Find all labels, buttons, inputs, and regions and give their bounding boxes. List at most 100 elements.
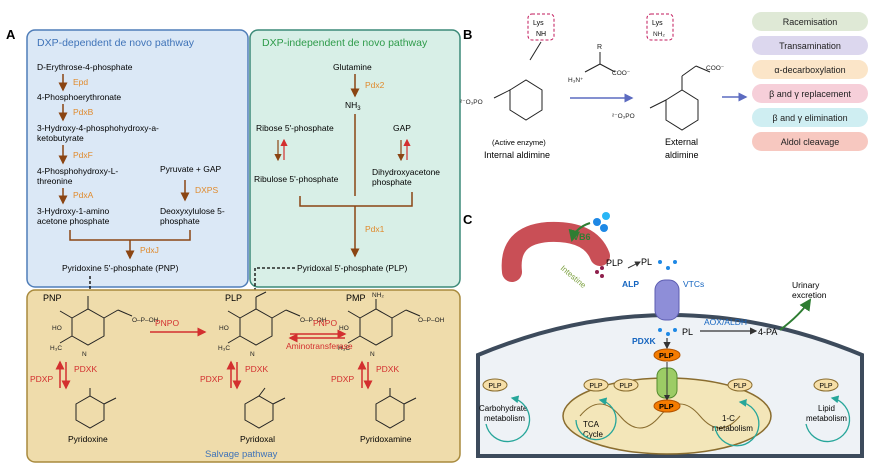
plp-atom-n: N bbox=[250, 351, 255, 358]
dxp-dependent-box bbox=[26, 29, 249, 288]
vb6-dot-2 bbox=[602, 212, 610, 220]
hydroxy-keto-label-1: 3-Hydroxy-4-phosphohydroxy-a- bbox=[37, 123, 159, 133]
active-enzyme-label: (Active enzyme) bbox=[492, 138, 546, 147]
pmp-structure bbox=[347, 299, 421, 346]
pl-dot-1 bbox=[658, 260, 662, 264]
vb6-label: VB6 bbox=[573, 232, 591, 242]
tca-label-2: Cycle bbox=[583, 430, 604, 439]
epd-label: Epd bbox=[73, 77, 88, 87]
intestine-dot-3 bbox=[600, 274, 604, 278]
reaction-pill bbox=[752, 132, 868, 151]
vb6-dot-1 bbox=[593, 218, 601, 226]
panel-a-letter: A bbox=[6, 27, 16, 42]
plp-badge-label: PLP bbox=[619, 383, 633, 390]
plp-badge bbox=[813, 378, 839, 392]
plp-atom-p: O–P–OH bbox=[300, 317, 327, 324]
pl-in-dot-2 bbox=[666, 332, 670, 336]
pnp-atom-ch3: H₃C bbox=[50, 345, 62, 352]
external-aldimine-label-1: External bbox=[665, 137, 698, 147]
pdx1-label: Pdx1 bbox=[365, 224, 385, 234]
intestine-dot-1 bbox=[595, 270, 599, 274]
pdxp-label-2: PDXP bbox=[200, 374, 223, 384]
pnp-label: Pyridoxine 5'-phosphate (PNP) bbox=[62, 263, 179, 273]
pmp-atom-p: O–P–OH bbox=[418, 317, 445, 324]
pdxf-label: PdxF bbox=[73, 150, 93, 160]
pdxp-label-1: PDXP bbox=[30, 374, 53, 384]
pyridoxine-structure bbox=[75, 388, 117, 429]
pnp-atom-ho: HO bbox=[52, 325, 62, 332]
plp-mito-label: PLP bbox=[659, 402, 674, 411]
plp-to-pl-arrow bbox=[627, 261, 641, 269]
pmp-atom-ho: HO bbox=[339, 325, 349, 332]
aox-label: AOX/ALDH bbox=[704, 317, 747, 327]
panel-b-letter: B bbox=[463, 27, 472, 42]
reaction-pill bbox=[752, 12, 868, 31]
panel-c-letter: C bbox=[463, 212, 473, 227]
salvage-title: Salvage pathway bbox=[205, 449, 278, 460]
intestine-label: Intestine bbox=[559, 264, 588, 291]
amino-acetone-label-2: acetone phosphate bbox=[37, 216, 110, 226]
excretion-arrow bbox=[779, 298, 812, 331]
salvage-plp-label: PLP bbox=[225, 293, 242, 303]
carb-label-2: metabolism bbox=[484, 414, 525, 423]
vtcs-label: VTCs bbox=[683, 279, 704, 289]
pnp-atom-n: N bbox=[82, 351, 87, 358]
plp-cell-badge bbox=[653, 348, 681, 362]
amino-acid-structure bbox=[584, 52, 616, 73]
plp-badge bbox=[727, 378, 753, 392]
plp-structure bbox=[227, 291, 301, 346]
pyridoxal-structure bbox=[244, 387, 286, 429]
internal-aldimine-structure bbox=[493, 41, 543, 121]
lys-label-external: Lys bbox=[652, 20, 663, 27]
dhap-label-2: phosphate bbox=[372, 177, 412, 187]
pyridoxamine-structure bbox=[375, 388, 417, 429]
intestine-dot-2 bbox=[600, 266, 604, 270]
pmp-atom-n: N bbox=[370, 351, 375, 358]
plp-badge bbox=[613, 378, 639, 392]
e4p-label: D-Erythrose-4-phosphate bbox=[37, 62, 133, 72]
internal-aldimine-label: Internal aldimine bbox=[484, 150, 550, 160]
pdxk-c-label: PDXK bbox=[632, 336, 656, 346]
plp-top-label: PLP bbox=[606, 258, 623, 268]
lys-box-external bbox=[646, 13, 674, 41]
pl-top-label: PL bbox=[641, 257, 652, 267]
pyruvate-gap-label: Pyruvate + GAP bbox=[160, 164, 222, 174]
plp-atom-ho: HO bbox=[219, 325, 229, 332]
lys-box-internal bbox=[527, 13, 555, 41]
plp-badge bbox=[482, 378, 508, 392]
reaction-pill-label: α-decarboxylation bbox=[774, 65, 845, 75]
external-aldimine-structure bbox=[649, 65, 711, 131]
pdxb-label: PdxB bbox=[73, 107, 94, 117]
urinary-label-2: excretion bbox=[792, 290, 827, 300]
ribulose-label: Ribulose 5'-phosphate bbox=[254, 174, 339, 184]
external-aldimine-label-2: aldimine bbox=[665, 150, 699, 160]
vb6-dot-3 bbox=[600, 224, 608, 232]
pl-dot-3 bbox=[673, 260, 677, 264]
four-pa-label: 4-PA bbox=[758, 327, 777, 337]
dxps-label: DXPS bbox=[195, 185, 218, 195]
phosphothreonine-label-2: threonine bbox=[37, 176, 73, 186]
pdxp-label-3: PDXP bbox=[331, 374, 354, 384]
onec-label-2: metabolism bbox=[712, 424, 753, 433]
urinary-label-1: Urinary bbox=[792, 280, 820, 290]
plp-cell-label: PLP bbox=[659, 351, 674, 360]
lipid-label-1: Lipid bbox=[818, 404, 835, 413]
reaction-pill-label: Racemisation bbox=[783, 17, 838, 27]
pdx1-bracket bbox=[299, 192, 413, 207]
intestine-shape bbox=[501, 221, 610, 282]
amino-acetone-label-1: 3-Hydroxy-1-amino bbox=[37, 206, 110, 216]
dxp-dependent-title: DXP-dependent de novo pathway bbox=[37, 37, 195, 49]
phosphothreonine-label-1: 4-Phosphohydroxy-L- bbox=[37, 166, 118, 176]
lipid-label-2: metabolism bbox=[806, 414, 847, 423]
pmp-atom-ch3: H₃C bbox=[338, 345, 350, 352]
nh-label-internal: NH bbox=[536, 31, 546, 38]
pnpo-label-2: PNPO bbox=[313, 318, 337, 328]
pdx2-label: Pdx2 bbox=[365, 80, 385, 90]
pmp-atom-nh2: NH₂ bbox=[372, 292, 384, 299]
gap-label: GAP bbox=[393, 123, 411, 133]
plp-badge bbox=[583, 378, 609, 392]
nh3-label: NH3 bbox=[345, 100, 361, 112]
reaction-pill bbox=[752, 108, 868, 127]
reaction-pill bbox=[752, 84, 868, 103]
